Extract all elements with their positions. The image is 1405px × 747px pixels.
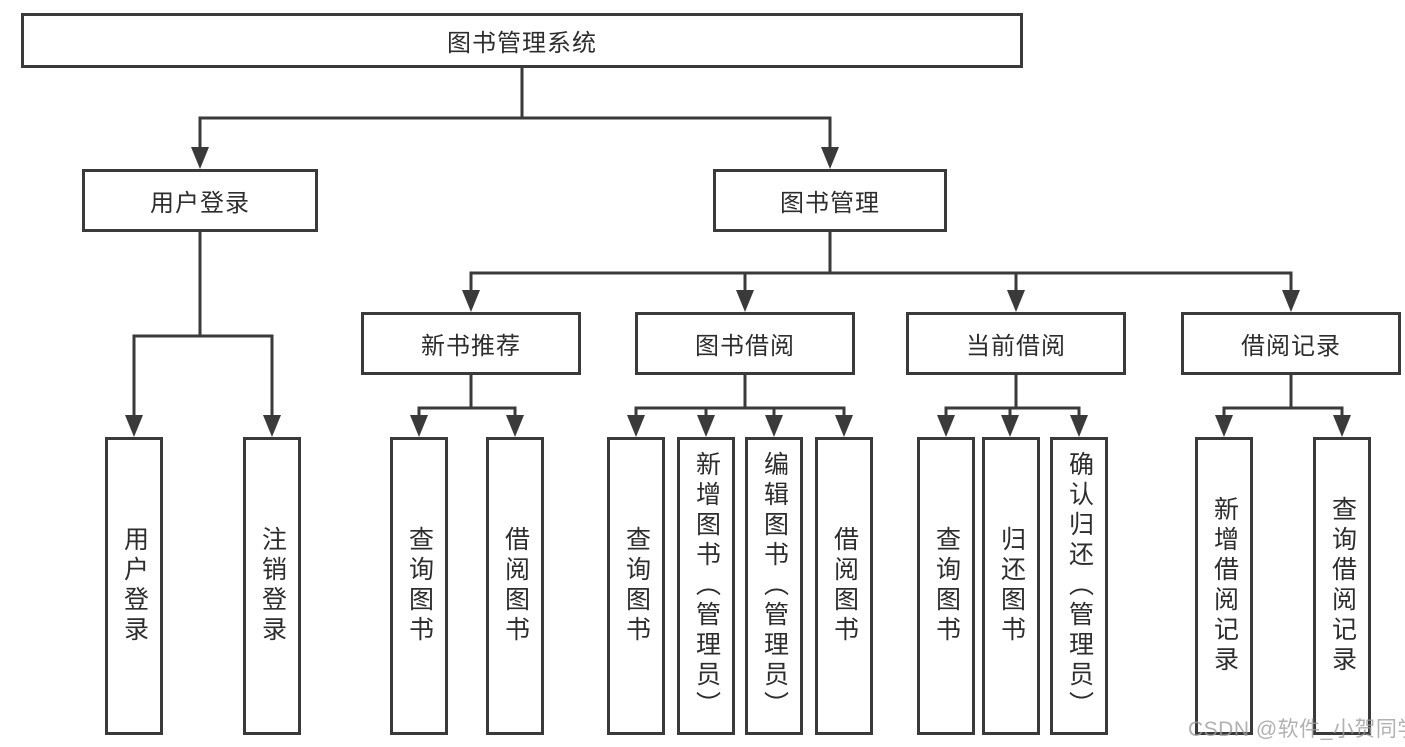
node-user-login: 用户登录 bbox=[82, 169, 318, 232]
leaf-newbook-query-books: 查询图书 bbox=[390, 437, 448, 735]
csdn-watermark: CSDN @软件_小贺同学 bbox=[1188, 718, 1405, 741]
node-new-book-recommend: 新书推荐 bbox=[361, 312, 581, 375]
node-current-borrowing: 当前借阅 bbox=[906, 312, 1126, 375]
leaf-current-query-books: 查询图书 bbox=[917, 437, 975, 735]
leaf-newbook-borrow-books: 借阅图书 bbox=[486, 437, 544, 735]
node-book-management: 图书管理 bbox=[713, 169, 947, 232]
leaf-user-login: 用户登录 bbox=[105, 437, 163, 735]
node-library-management-system: 图书管理系统 bbox=[21, 13, 1023, 68]
leaf-borrow-query-books: 查询图书 bbox=[607, 437, 665, 735]
leaf-borrow-add-books-admin: 新增图书（管理员） bbox=[677, 437, 735, 735]
leaf-current-return-books: 归还图书 bbox=[982, 437, 1040, 735]
leaf-logout: 注销登录 bbox=[243, 437, 301, 735]
leaf-records-add-borrow-record: 新增借阅记录 bbox=[1195, 437, 1253, 735]
leaf-borrow-edit-books-admin: 编辑图书（管理员） bbox=[745, 437, 803, 735]
node-book-borrowing: 图书借阅 bbox=[635, 312, 855, 375]
leaf-records-query-borrow-record: 查询借阅记录 bbox=[1313, 437, 1371, 735]
node-borrowing-records: 借阅记录 bbox=[1181, 312, 1401, 375]
leaf-borrow-borrow-books: 借阅图书 bbox=[815, 437, 873, 735]
leaf-current-confirm-return-admin: 确认归还（管理员） bbox=[1050, 437, 1108, 735]
